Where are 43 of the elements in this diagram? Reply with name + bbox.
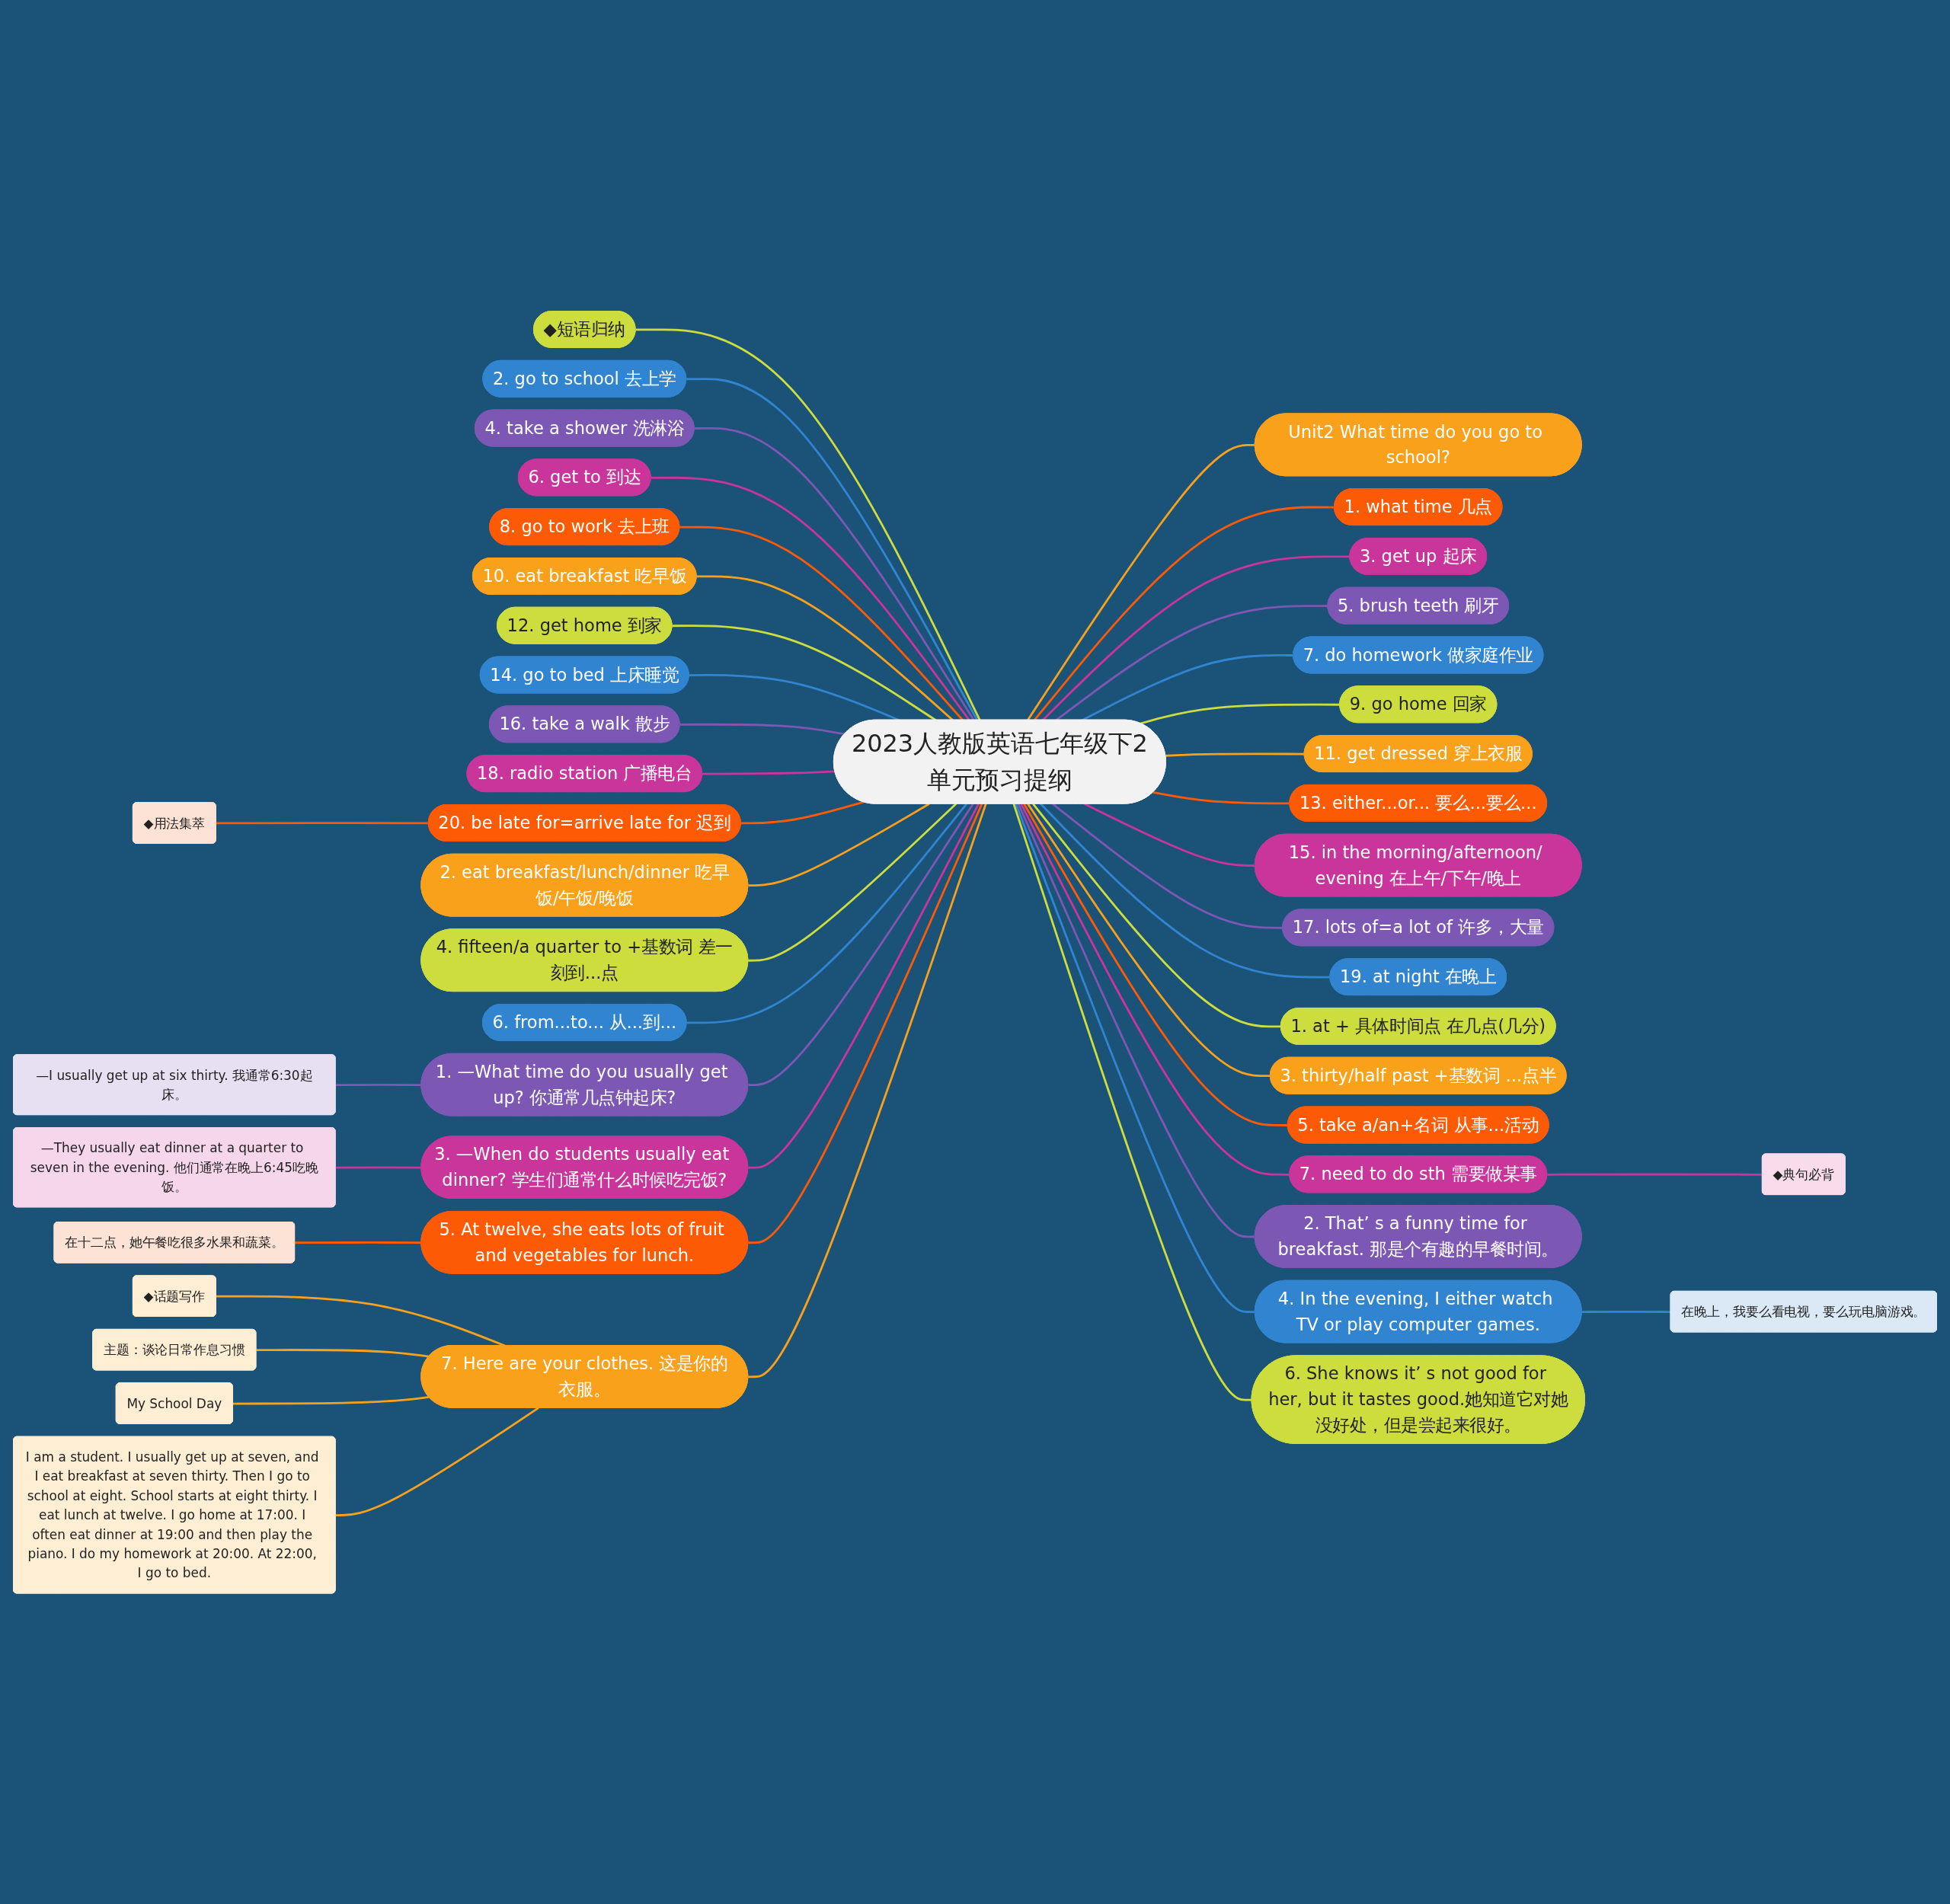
- connector: [216, 822, 429, 825]
- connector: [1026, 443, 1255, 721]
- connector: [651, 476, 970, 721]
- connector: [1015, 803, 1255, 1313]
- connector: [748, 803, 974, 1086]
- connector: [1581, 1310, 1671, 1313]
- connector: [1027, 803, 1271, 1077]
- connector: [635, 328, 981, 721]
- connector: [1165, 752, 1305, 757]
- connector: [679, 526, 964, 721]
- connector: [702, 770, 836, 775]
- connector: [748, 803, 957, 962]
- connector: [748, 803, 930, 887]
- connector: [740, 800, 864, 825]
- connector: [232, 1395, 430, 1405]
- connector: [694, 426, 975, 721]
- connector: [335, 1083, 422, 1086]
- connector: [1012, 803, 1252, 1401]
- connector: [679, 723, 846, 736]
- connector: [1032, 803, 1281, 1028]
- connector: [1041, 555, 1351, 721]
- connector: [1052, 803, 1283, 929]
- connector: [748, 803, 987, 1378]
- connector: [748, 803, 980, 1169]
- connector: [1081, 653, 1294, 721]
- connector: [1152, 791, 1290, 805]
- connector: [295, 1241, 422, 1244]
- connector: [689, 673, 900, 721]
- connector: [1084, 803, 1255, 867]
- connector: [1547, 1173, 1763, 1176]
- connector: [335, 1166, 422, 1169]
- connector: [335, 1407, 539, 1516]
- connector: [1033, 506, 1335, 721]
- connector: [256, 1348, 430, 1358]
- connector: [696, 575, 954, 721]
- connector: [1055, 604, 1328, 721]
- connector: [686, 378, 979, 721]
- connector: [1040, 803, 1331, 979]
- connector: [1140, 703, 1341, 725]
- connector: [686, 803, 967, 1024]
- connector: [672, 625, 937, 721]
- connector: [1017, 803, 1255, 1238]
- connector: [748, 803, 983, 1244]
